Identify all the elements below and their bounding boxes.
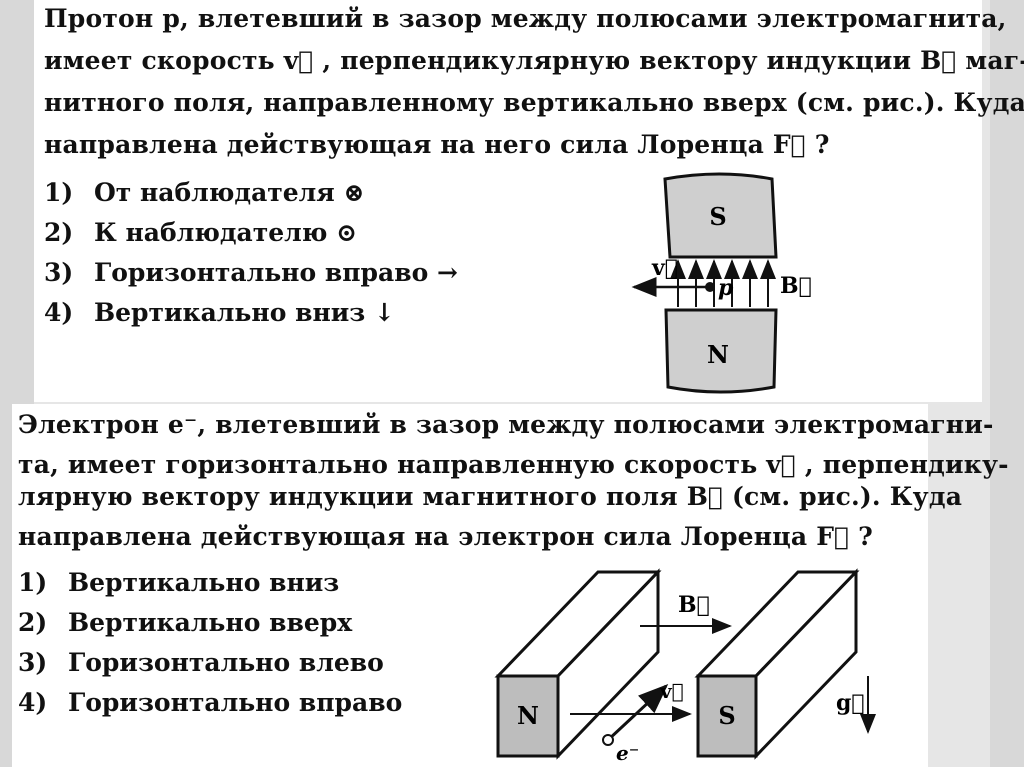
problem-1-figure: S N v⃗ p B⃗ xyxy=(631,172,812,394)
option-text: Горизонтально влево xyxy=(68,648,384,677)
problem-1-option-2: 2) К наблюдателю ⊙ xyxy=(44,218,357,247)
problem-2-option-1: 1) Вертикально вниз xyxy=(18,568,339,597)
problem-2-question-line-3: лярную вектору индукции магнитного поля … xyxy=(18,482,963,511)
option-text: Горизонтально вправо → xyxy=(94,258,458,287)
bottom-pole-shape xyxy=(664,308,778,394)
problem-1-option-4: 4) Вертикально вниз ↓ xyxy=(44,298,395,327)
option-text: Вертикально вверх xyxy=(68,608,353,637)
left-pole-label: N xyxy=(517,701,539,730)
option-text: К наблюдателю ⊙ xyxy=(94,218,358,247)
problem-2-option-4: 4) Горизонтально вправо xyxy=(18,688,402,717)
option-text: Вертикально вниз xyxy=(68,568,340,597)
velocity-arrow xyxy=(606,683,669,742)
option-number: 2) xyxy=(44,218,74,247)
gravity-label: g⃗ xyxy=(836,690,865,716)
problem-1-card xyxy=(34,0,982,402)
velocity-label: v⃗ xyxy=(651,255,678,281)
velocity-label: v⃗ xyxy=(659,679,684,703)
problem-2-figure: N S B⃗ v⃗ e⁻ g⃗ xyxy=(494,568,876,765)
problem-2-question-line-1: Электрон e⁻, влетевший в зазор между пол… xyxy=(18,410,994,439)
option-number: 4) xyxy=(18,688,48,717)
option-number: 1) xyxy=(18,568,48,597)
problem-1-option-3: 3) Горизонтально вправо → xyxy=(44,258,458,287)
field-label: B⃗ xyxy=(678,592,710,618)
top-pole-label: S xyxy=(709,202,726,231)
left-magnet-bar xyxy=(494,568,662,760)
problem-2-question-line-2: та, имеет горизонтально направленную ско… xyxy=(18,450,1009,479)
electron-dot xyxy=(602,734,614,746)
option-number: 4) xyxy=(44,298,74,327)
problem-1-question-line-3: нитного поля, направленному вертикально … xyxy=(44,88,1024,117)
option-text: Вертикально вниз ↓ xyxy=(94,298,395,327)
problem-2-option-2: 2) Вертикально вверх xyxy=(18,608,352,637)
problem-1-question-line-2: имеет скорость v⃗ , перпендикулярную век… xyxy=(44,46,1024,75)
right-pole-label: S xyxy=(718,701,735,730)
particle-label: e⁻ xyxy=(616,741,639,765)
option-number: 3) xyxy=(18,648,48,677)
page-margin-right xyxy=(990,0,1024,767)
problem-2-question-line-4: направлена действующая на электрон сила … xyxy=(18,522,873,551)
problem-1-question-line-4: направлена действующая на него сила Лоре… xyxy=(44,130,830,159)
option-text: От наблюдателя ⊗ xyxy=(94,178,365,207)
option-text: Горизонтально вправо xyxy=(68,688,403,717)
option-number: 1) xyxy=(44,178,74,207)
field-label: B⃗ xyxy=(780,273,812,299)
bottom-pole-label: N xyxy=(707,340,729,369)
option-number: 3) xyxy=(44,258,74,287)
particle-label: p xyxy=(718,275,734,301)
proton-dot xyxy=(705,282,715,292)
problem-1-question-line-1: Протон p, влетевший в зазор между полюса… xyxy=(44,4,1007,33)
problem-1-option-1: 1) От наблюдателя ⊗ xyxy=(44,178,364,207)
top-pole-shape xyxy=(663,172,778,259)
problem-2-option-3: 3) Горизонтально влево xyxy=(18,648,384,677)
option-number: 2) xyxy=(18,608,48,637)
right-magnet-bar xyxy=(694,568,860,760)
